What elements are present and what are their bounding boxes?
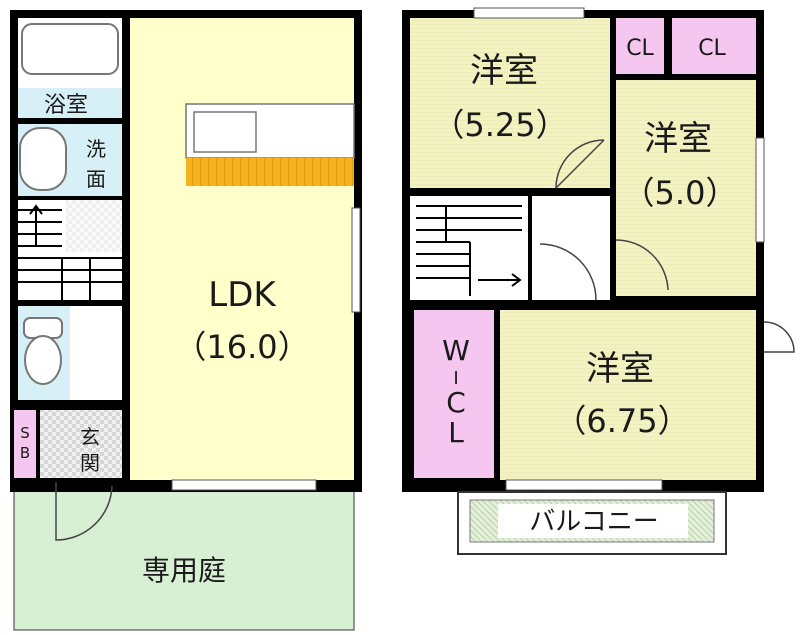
room-b-name: 洋室 xyxy=(644,119,712,159)
kitchen-sink xyxy=(193,111,257,153)
floor2-hall xyxy=(532,196,610,300)
wic-letter-c: C xyxy=(446,386,466,419)
floor2-stairs xyxy=(416,205,522,296)
room-c xyxy=(500,310,756,480)
floor1-hall-tile xyxy=(66,200,122,252)
wic-letter-l: L xyxy=(448,416,464,449)
wic-letter-w: W xyxy=(442,334,470,367)
entrance-door xyxy=(55,482,113,541)
garden-area xyxy=(13,489,355,631)
room-a-name: 洋室 xyxy=(470,51,538,91)
closet-1 xyxy=(616,18,664,74)
toilet-bowl xyxy=(24,335,62,385)
storage-label-2: B xyxy=(20,444,30,462)
ldk-name: LDK xyxy=(208,275,277,315)
balcony-door xyxy=(763,321,795,353)
counter-bar xyxy=(186,158,354,186)
bath-label-bg xyxy=(18,88,122,118)
room-a-door xyxy=(555,139,605,189)
ldk-room xyxy=(130,18,354,480)
washroom-label-1: 洗 xyxy=(86,137,106,161)
room-b-size: （5.0） xyxy=(623,174,738,212)
room-a-size: （5.25） xyxy=(432,106,567,144)
balcony-label: バルコニー xyxy=(529,507,658,537)
room-b-door xyxy=(615,239,669,291)
room-c-name: 洋室 xyxy=(586,349,654,389)
closet-2-label: CL xyxy=(698,36,726,61)
storage-sb xyxy=(14,410,36,478)
ldk-size: （16.0） xyxy=(174,328,309,366)
room-c-window xyxy=(505,479,663,491)
hall-door xyxy=(539,243,597,301)
closet-1-label: CL xyxy=(626,36,654,61)
floor2-group: 洋室 （5.25） CL CL 洋室 （5.0） W I xyxy=(402,7,795,555)
garden-label: 専用庭 xyxy=(142,554,226,587)
entrance-label-1: 玄 xyxy=(80,425,100,449)
entrance-label-2: 関 xyxy=(80,451,100,475)
walk-in-closet xyxy=(414,310,494,478)
wash-basin xyxy=(19,127,67,191)
room-a-window xyxy=(473,7,585,19)
bathtub xyxy=(21,23,119,75)
bath-label: 浴室 xyxy=(44,93,88,118)
entrance xyxy=(40,410,122,478)
ldk-window-right xyxy=(351,207,361,313)
room-b-window xyxy=(755,137,765,243)
balcony-label-bg xyxy=(498,504,688,538)
washroom-label-2: 面 xyxy=(86,167,106,191)
floor1-stairs xyxy=(18,204,122,300)
room-a xyxy=(410,18,610,188)
closet-2 xyxy=(672,18,756,74)
floor1-group: 専用庭 浴室 洗 面 xyxy=(10,10,362,631)
storage-label-1: S xyxy=(20,424,30,442)
floor1-corridor xyxy=(70,306,122,400)
ldk-window-bottom xyxy=(171,479,317,491)
wic-letter-i: I xyxy=(453,368,458,389)
room-b xyxy=(616,80,756,296)
room-c-size: （6.75） xyxy=(554,402,689,440)
